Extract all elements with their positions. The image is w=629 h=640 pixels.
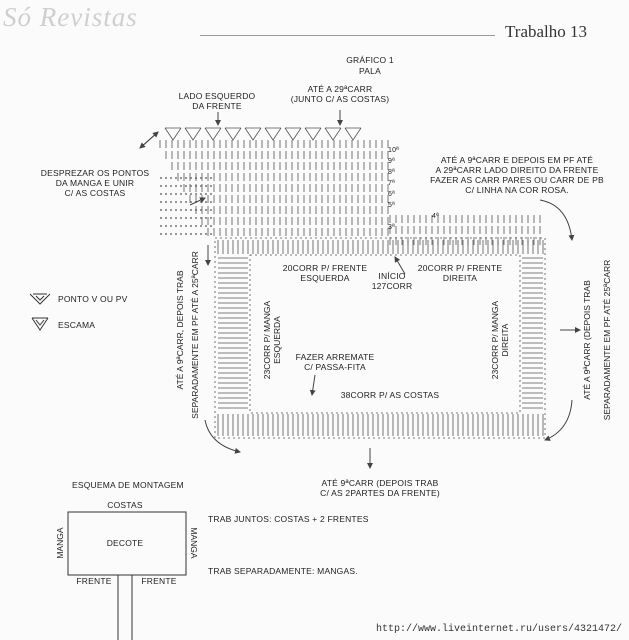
sleeve-right-label: 23CORR P/ MANGA DIREITA <box>490 300 510 380</box>
graphic-subtitle: PALA <box>359 66 381 76</box>
row-number: 10ª <box>388 147 399 154</box>
legend-shell-stitch: ESCAMA <box>58 320 96 330</box>
sleeve-left-label: 23CORR P/ MANGA ESQUERDA <box>262 300 282 380</box>
front-right-label: 20CORR P/ FRENTE DIREITA <box>417 263 503 283</box>
shell-stitch-icon <box>31 317 49 331</box>
right-vertical-note-2: SEPARADAMENTE EM PF ATÉ 25ªCARR <box>602 259 612 421</box>
left-vertical-note-2: SEPARADAMENTE EM PF ATÉ A 25ªCARR <box>190 251 200 419</box>
assembly-sleeve-right: MANGA <box>189 527 199 559</box>
assembly-note-separately: TRAB SEPARADAMENTE: MANGAS. <box>208 566 358 576</box>
stitch-grid <box>159 127 546 439</box>
row-number: 9ª <box>388 158 395 165</box>
legend-v-stitch: PONTO V OU PV <box>58 294 128 304</box>
assembly-sleeve-left: MANGA <box>55 527 65 559</box>
discard-points-label: DESPREZAR OS PONTOS DA MANGA E UNIR C/ A… <box>40 168 150 198</box>
v-stitch-icon <box>29 293 51 305</box>
work-title: Trabalho 13 <box>505 22 588 41</box>
graphic-title: GRÁFICO 1 <box>346 55 394 65</box>
assembly-front-right: FRENTE <box>141 576 177 586</box>
assembly-diagram <box>67 511 187 640</box>
assembly-title: ESQUEMA DE MONTAGEM <box>72 480 184 490</box>
bottom-instructions: ATÉ 9ªCARR (DEPOIS TRAB C/ AS 2PARTES DA… <box>320 478 440 498</box>
header-rule <box>200 35 495 36</box>
assembly-neck: DECOTE <box>106 538 144 548</box>
left-side-label: LADO ESQUERDO DA FRENTE <box>178 91 256 111</box>
row-number: 8ª <box>388 169 395 176</box>
row-number: 7ª <box>388 180 395 187</box>
left-vertical-note-1: ATÉ A 9ªCARR, DEPOIS TRAB <box>175 270 185 390</box>
chart-frame <box>139 110 581 469</box>
start-label: INÍCIO 127CORR <box>371 271 413 291</box>
source-url: http://www.liveinternet.ru/users/4321472… <box>376 624 623 635</box>
front-left-label: 20CORR P/ FRENTE ESQUERDA <box>282 263 368 283</box>
row-number: 4ª <box>432 213 439 220</box>
site-logo: Só Revistas <box>3 2 138 32</box>
right-side-instructions: ATÉ A 9ªCARR E DEPOIS EM PF ATÉ A 29ªCAR… <box>430 155 604 195</box>
right-vertical-note-1: ATÉ A 9ªCARR (DEPOIS TRAB <box>582 280 592 400</box>
finish-label: FAZER ARREMATE C/ PASSA-FITA <box>295 352 375 372</box>
up-to-29-label: ATÉ A 29ªCARR (JUNTO C/ AS COSTAS) <box>290 84 390 104</box>
back-label: 38CORR P/ AS COSTAS <box>340 390 440 400</box>
assembly-note-together: TRAB JUNTOS: COSTAS + 2 FRENTES <box>208 514 369 524</box>
row-number: 6ª <box>388 191 395 198</box>
row-number: 3ª <box>388 224 395 231</box>
assembly-front-left: FRENTE <box>76 576 112 586</box>
assembly-back: COSTAS <box>107 500 143 510</box>
row-number: 5ª <box>388 202 395 209</box>
